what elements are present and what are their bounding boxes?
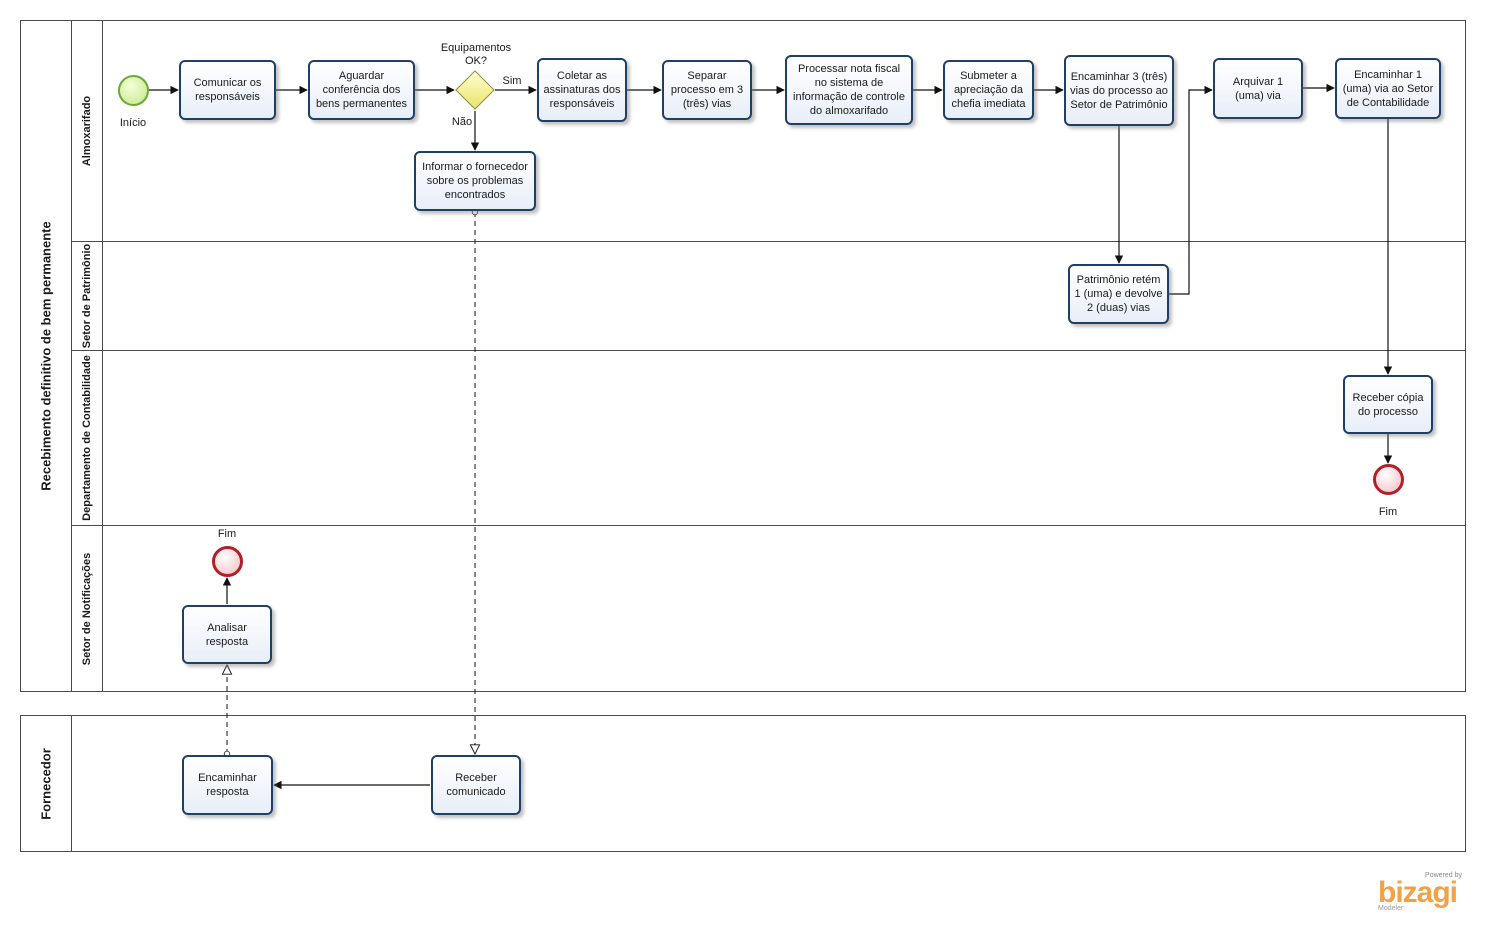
task-separar-processo[interactable]: Separar processo em 3 (três) vias [662, 60, 752, 120]
task-coletar-assinaturas[interactable]: Coletar as assinaturas dos responsáveis [537, 58, 627, 122]
start-event[interactable] [118, 75, 149, 106]
task-analisar-resposta[interactable]: Analisar resposta [182, 605, 272, 664]
powered-by-text: Powered by [1425, 872, 1462, 879]
task-encaminhar-tres-vias[interactable]: Encaminhar 3 (três) vias do processo ao … [1064, 55, 1174, 126]
end-event-notificacoes[interactable] [212, 546, 243, 577]
gateway-question: Equipamentos OK? [440, 42, 512, 67]
end-event-contabilidade[interactable] [1373, 464, 1404, 495]
task-encaminhar-uma-via[interactable]: Encaminhar 1 (uma) via ao Setor de Conta… [1335, 58, 1441, 119]
lane-almoxarifado: Almoxarifado [71, 21, 1465, 241]
task-patrimonio-retem[interactable]: Patrimônio retém 1 (uma) e devolve 2 (du… [1068, 264, 1169, 324]
end-event-contabilidade-label: Fim [1378, 506, 1398, 518]
main-pool-label: Recebimento definitivo de bem permanente [21, 21, 72, 691]
task-submeter-chefia[interactable]: Submeter a apreciação da chefia imediata [943, 60, 1034, 120]
gateway-yes-label: Sim [502, 75, 522, 87]
bizagi-wordmark: bizagi [1378, 876, 1458, 909]
flow-patrimonio-to-arquivar [1169, 85, 1213, 295]
bizagi-logo: Powered by bizagi Modeler [1378, 872, 1468, 912]
supplier-pool-label: Fornecedor [21, 716, 72, 851]
supplier-pool: Fornecedor [20, 715, 1466, 852]
task-receber-comunicado[interactable]: Receber comunicado [431, 755, 521, 815]
task-arquivar-via[interactable]: Arquivar 1 (uma) via [1213, 58, 1303, 119]
task-processar-nota-fiscal[interactable]: Processar nota fiscal no sistema de info… [785, 55, 913, 125]
lane-departamento-contabilidade: Departamento de Contabilidade [71, 350, 1465, 525]
task-encaminhar-resposta[interactable]: Encaminhar resposta [182, 755, 273, 815]
lane-setor-notificacoes: Setor de Notificações [71, 525, 1465, 691]
modeler-text: Modeler [1378, 905, 1404, 912]
task-informar-fornecedor[interactable]: Informar o fornecedor sobre os problemas… [414, 151, 536, 211]
start-event-label: Início [119, 117, 147, 129]
lane-setor-patrimonio: Setor de Patrimônio [71, 241, 1465, 350]
task-comunicar-responsaveis[interactable]: Comunicar os responsáveis [179, 60, 276, 120]
task-receber-copia[interactable]: Receber cópia do processo [1343, 375, 1433, 434]
gateway-no-label: Não [451, 116, 473, 128]
task-aguardar-conferencia[interactable]: Aguardar conferência dos bens permanente… [308, 60, 415, 120]
end-event-notificacoes-label: Fim [217, 528, 237, 540]
main-pool: Recebimento definitivo de bem permanente… [20, 20, 1466, 692]
